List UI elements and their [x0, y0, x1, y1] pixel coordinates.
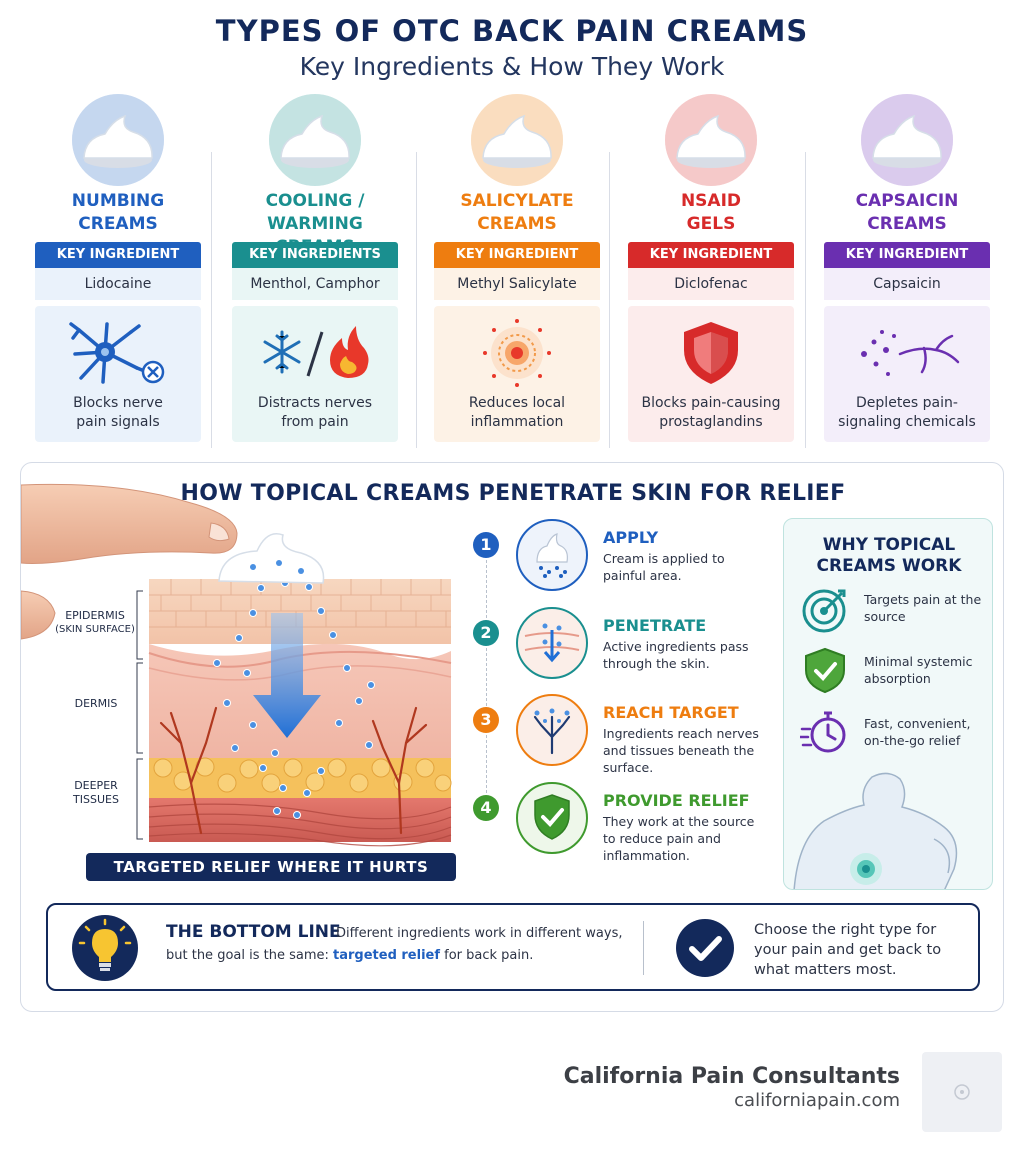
process-step: 3 REACH TARGET Ingredients reach nerves …: [473, 693, 773, 775]
key-ingredient-label: KEY INGREDIENT: [35, 242, 201, 268]
dispersing-chemicals-icon: [824, 318, 990, 388]
page-title: TYPES OF OTC BACK PAIN CREAMS: [215, 14, 809, 48]
bottom-line-text: Different ingredients work in different …: [336, 926, 623, 941]
layer-label-epidermis: EPIDERMIS (SKIN SURFACE): [55, 609, 135, 635]
column-divider: [211, 152, 212, 448]
brand-name: California Pain Consultants: [563, 1064, 900, 1089]
step-description: Active ingredients pass through the skin…: [603, 639, 749, 671]
key-ingredient-label: KEY INGREDIENT: [824, 242, 990, 268]
step-description: They work at the source to reduce pain a…: [603, 814, 755, 863]
skin-cross-section-illustration: [21, 483, 452, 847]
step-illustration-icon: [516, 782, 588, 854]
why-item-absorption: Minimal systemic absorption: [864, 654, 973, 686]
step-illustration-icon: [516, 519, 588, 591]
why-topical-panel: WHY TOPICAL CREAMS WORK Targets pain at …: [783, 518, 993, 890]
nerve-cell-icon: [35, 318, 201, 388]
snowflake-flame-icon: [232, 318, 398, 388]
process-step: 2 PENETRATE Active ingredients pass thro…: [473, 606, 773, 686]
mechanism-panel: Depletes pain-signaling chemicals: [824, 306, 990, 442]
cream-dollop-icon: [269, 94, 361, 186]
bottom-line-divider: [643, 921, 644, 975]
step-connector: [486, 560, 487, 618]
step-connector: [486, 735, 487, 793]
key-ingredient-value: Methyl Salicylate: [434, 268, 600, 300]
mechanism-description: Depletes pain-signaling chemicals: [838, 395, 976, 430]
process-step: 1 APPLY Cream is applied to painful area…: [473, 518, 773, 598]
step-number: 3: [473, 707, 499, 733]
targeted-relief-banner: TARGETED RELIEF WHERE IT HURTS: [86, 853, 456, 881]
page-subtitle: Key Ingredients & How They Work: [299, 52, 725, 81]
why-item-convenient: Fast, convenient, on-the-go relief: [864, 716, 971, 748]
penetration-panel: HOW TOPICAL CREAMS PENETRATE SKIN FOR RE…: [20, 462, 1004, 1012]
key-ingredient-value: Lidocaine: [35, 268, 201, 300]
column-divider: [805, 152, 806, 448]
brand-logo-icon: [922, 1052, 1002, 1132]
shield-check-icon: [805, 647, 845, 694]
bottom-line-call-to-action: Choose the right type for your pain and …: [754, 922, 942, 978]
checkmark-icon: [676, 919, 734, 977]
step-description: Cream is applied to painful area.: [603, 551, 725, 583]
shield-icon: [628, 318, 794, 388]
bottom-line-title: THE BOTTOM LINE: [166, 922, 341, 942]
bottom-line-text-2: but the goal is the same: targeted relie…: [166, 948, 534, 963]
step-title: REACH TARGET: [603, 703, 739, 722]
process-step: 4 PROVIDE RELIEF They work at the source…: [473, 781, 773, 863]
key-ingredient-label: KEY INGREDIENTS: [232, 242, 398, 268]
step-title: PROVIDE RELIEF: [603, 791, 750, 810]
back-pain-figure-icon: [793, 772, 958, 889]
cream-dollop-icon: [665, 94, 757, 186]
step-illustration-icon: [516, 607, 588, 679]
step-illustration-icon: [516, 694, 588, 766]
target-icon: [802, 589, 846, 633]
column-divider: [416, 152, 417, 448]
step-number: 1: [473, 532, 499, 558]
brand-url[interactable]: californiapain.com: [734, 1090, 900, 1111]
step-title: APPLY: [603, 528, 659, 547]
step-description: Ingredients reach nerves and tissues ben…: [603, 726, 759, 775]
step-number: 4: [473, 795, 499, 821]
cream-dollop-icon: [72, 94, 164, 186]
layer-label-dermis: DERMIS: [74, 697, 118, 710]
layer-label-deeper-tissues: DEEPER TISSUES: [73, 779, 119, 806]
why-item-source: Targets pain at the source: [864, 592, 982, 624]
why-title: WHY TOPICAL CREAMS WORK: [816, 535, 962, 576]
key-ingredient-value: Menthol, Camphor: [232, 268, 398, 300]
key-ingredient-value: Capsaicin: [824, 268, 990, 300]
column-divider: [609, 152, 610, 448]
step-connector: [486, 648, 487, 706]
stopwatch-icon: [800, 711, 846, 753]
lightbulb-icon: [72, 915, 138, 981]
key-ingredient-label: KEY INGREDIENT: [434, 242, 600, 268]
step-title: PENETRATE: [603, 616, 707, 635]
penetration-title: HOW TOPICAL CREAMS PENETRATE SKIN FOR RE…: [180, 481, 846, 506]
bottom-line-box: THE BOTTOM LINE Different ingredients wo…: [46, 903, 980, 991]
inflammation-target-icon: [434, 318, 600, 388]
key-ingredient-value: Diclofenac: [628, 268, 794, 300]
step-number: 2: [473, 620, 499, 646]
cream-dollop-icon: [471, 94, 563, 186]
cream-dollop-icon: [861, 94, 953, 186]
key-ingredient-label: KEY INGREDIENT: [628, 242, 794, 268]
